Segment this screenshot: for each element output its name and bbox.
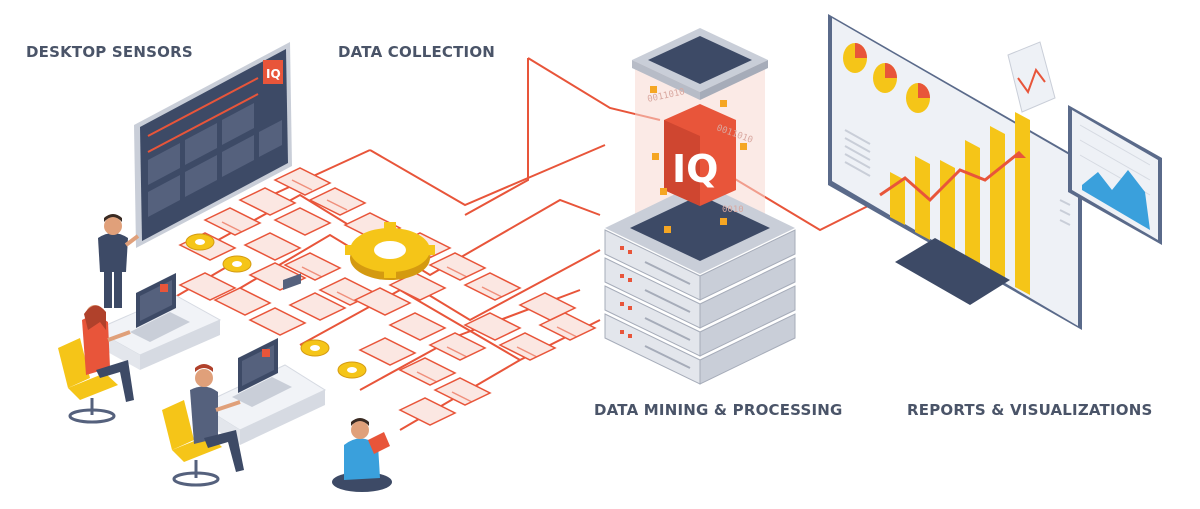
pie-chart-icons <box>843 43 930 113</box>
label-desktop-sensors: DESKTOP SENSORS <box>26 43 193 61</box>
binary-text-3: 0010 <box>722 205 744 215</box>
reports-monitor <box>828 14 1082 330</box>
label-reports: REPORTS & VISUALIZATIONS <box>907 401 1153 419</box>
wall-dashboard-monitor: IQ <box>134 42 292 248</box>
laptop-1 <box>130 273 190 342</box>
large-gear-icon <box>345 222 435 280</box>
data-server-stack: IQ 0011010 0011010 0010 <box>604 28 796 385</box>
seated-person-1 <box>82 305 134 402</box>
server-iq-logo: IQ <box>672 147 718 191</box>
standing-person <box>98 214 140 308</box>
seated-person-2 <box>190 364 244 472</box>
line-chart-card <box>1007 41 1056 113</box>
area-chart-panel <box>1068 105 1162 245</box>
wall-monitor-logo: IQ <box>266 67 281 81</box>
laptop-2 <box>232 273 301 407</box>
label-data-collection: DATA COLLECTION <box>338 43 496 61</box>
office-chair-1 <box>58 338 118 424</box>
label-data-mining: DATA MINING & PROCESSING <box>594 401 843 419</box>
person-with-tablet <box>332 418 392 492</box>
